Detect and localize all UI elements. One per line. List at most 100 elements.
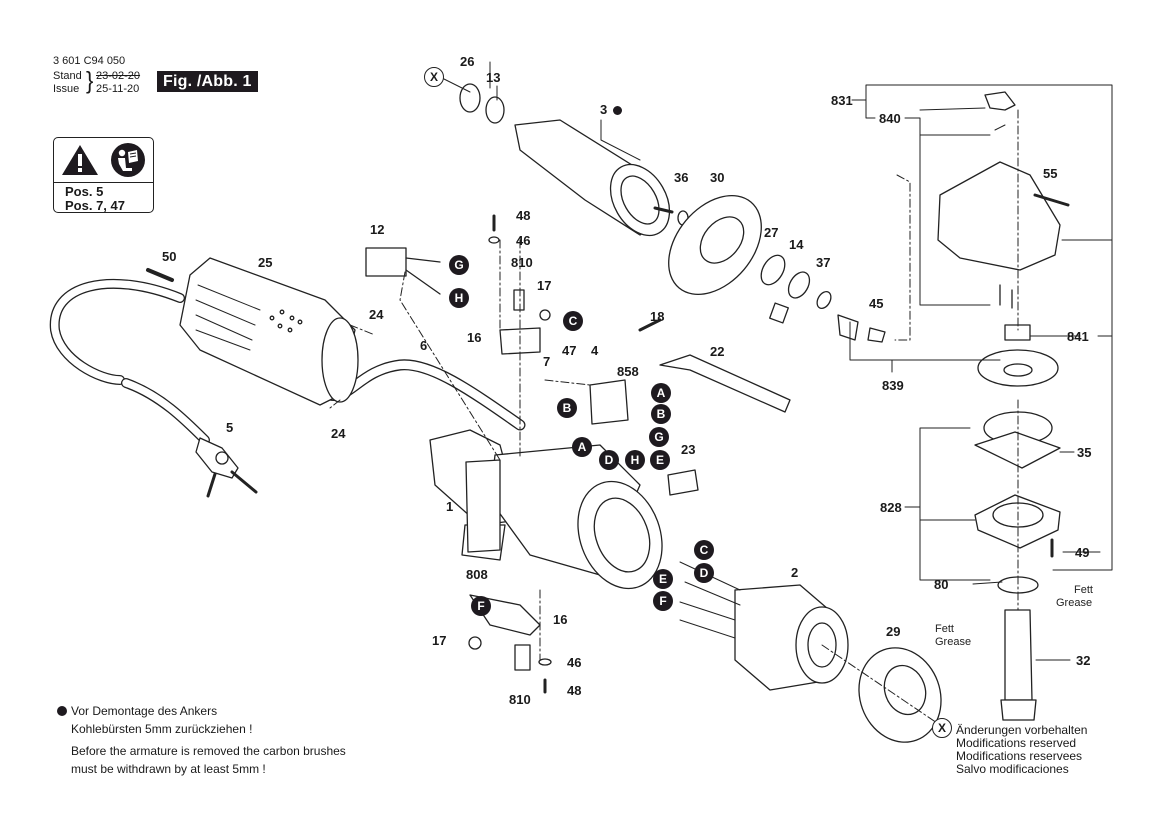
grease-text: Grease xyxy=(1056,597,1093,609)
note-de-line1: Vor Demontage des Ankers xyxy=(71,704,218,718)
part-label-4: 4 xyxy=(591,343,599,358)
air-guide-ring-part xyxy=(668,194,886,343)
part-label-46-bottom: 46 xyxy=(567,655,582,670)
part-label-858: 858 xyxy=(617,364,639,379)
part-label-48-bottom: 48 xyxy=(567,683,582,698)
warning-pos-line2: Pos. 7, 47 xyxy=(65,198,125,213)
part-label-30: 30 xyxy=(710,170,725,185)
part-label-839: 839 xyxy=(882,378,904,393)
issue-label: Issue xyxy=(53,83,80,95)
fan-baffle-part xyxy=(858,647,942,743)
connector-callout-e: E xyxy=(653,569,673,589)
part-label-37: 37 xyxy=(816,255,831,270)
part-label-26: 26 xyxy=(460,54,475,69)
part-label-841: 841 xyxy=(1067,329,1089,344)
part-label-24-bottom: 24 xyxy=(331,426,346,441)
part-label-7: 7 xyxy=(543,354,551,369)
part-label-35: 35 xyxy=(1077,445,1092,460)
gear-housing-part xyxy=(937,91,1070,387)
connector-callout-e: E xyxy=(650,450,670,470)
part-label-29: 29 xyxy=(886,624,901,639)
connector-callout-d: D xyxy=(694,563,714,583)
note-bullet-icon xyxy=(57,706,67,716)
part-label-1: 1 xyxy=(446,499,454,514)
fett-text: Fett xyxy=(935,623,954,635)
stand-issue-labels: Stand Issue xyxy=(53,70,82,96)
part-label-6: 6 xyxy=(420,338,428,353)
connector-callout-a: A xyxy=(651,383,671,403)
part-label-24-top: 24 xyxy=(369,307,384,322)
part-label-22: 22 xyxy=(710,344,725,359)
connector-callout-b: B xyxy=(557,398,577,418)
modifications-fr: Modifications reservees xyxy=(956,749,1083,763)
dash-dot-axis-lines xyxy=(329,109,1019,726)
part-label-16-top: 16 xyxy=(467,330,482,345)
grease-label-lower: Fett Grease xyxy=(935,623,971,649)
part-label-2: 2 xyxy=(791,565,799,580)
part-label-5: 5 xyxy=(226,420,234,435)
part-label-45: 45 xyxy=(869,296,884,311)
part-label-49: 49 xyxy=(1075,545,1090,560)
part-label-840: 840 xyxy=(879,111,901,126)
fett-text: Fett xyxy=(1074,584,1093,596)
part-label-50: 50 xyxy=(162,249,177,264)
connector-callout-g: G xyxy=(649,427,669,447)
modifications-notice: Änderungen vorbehalten Modifications res… xyxy=(956,724,1087,776)
part-label-18: 18 xyxy=(650,309,665,324)
cross-reference-marker: X xyxy=(932,718,952,738)
armature-part xyxy=(459,83,689,237)
cross-reference-marker: X xyxy=(424,67,444,87)
note-de-line2: Kohlebürsten 5mm zurückziehen ! xyxy=(71,722,253,736)
warning-triangle-icon xyxy=(62,145,98,175)
part-label-16-bottom: 16 xyxy=(553,612,568,627)
connector-callout-h: H xyxy=(625,450,645,470)
modifications-en: Modifications reserved xyxy=(956,736,1077,750)
grease-text: Grease xyxy=(935,636,972,648)
connector-callout-c: C xyxy=(694,540,714,560)
modifications-es: Salvo modificaciones xyxy=(956,762,1069,776)
part-label-13: 13 xyxy=(486,70,501,85)
part-label-27: 27 xyxy=(764,225,779,240)
part-label-12: 12 xyxy=(370,222,385,237)
read-manual-icon xyxy=(111,143,145,177)
rear-cover-part xyxy=(146,257,359,406)
figure-badge: Fig. /Abb. 1 xyxy=(157,71,258,92)
plug xyxy=(195,437,258,498)
note-en-line2: must be withdrawn by at least 5mm ! xyxy=(71,762,266,776)
safety-warning-box: Pos. 5 Pos. 7, 47 xyxy=(53,137,154,213)
part-label-55: 55 xyxy=(1043,166,1058,181)
part-label-810-bottom: 810 xyxy=(509,692,531,707)
document-number: 3 601 C94 050 xyxy=(53,55,126,67)
stand-label: Stand xyxy=(53,70,82,82)
connector-callout-d: D xyxy=(599,450,619,470)
warning-pos-line1: Pos. 5 xyxy=(65,184,104,199)
part-label-47: 47 xyxy=(562,343,577,358)
connector-callout-c: C xyxy=(563,311,583,331)
part-label-17-top: 17 xyxy=(537,278,552,293)
stand-issue-dates: 23-02-20 25-11-20 xyxy=(96,70,140,96)
grease-label-upper: Fett Grease xyxy=(1056,584,1093,610)
issue-date: 25-11-20 xyxy=(96,83,140,95)
armature-removal-note: Vor Demontage des Ankers Kohlebürsten 5m… xyxy=(57,702,346,778)
part-label-808: 808 xyxy=(466,567,488,582)
part-label-23: 23 xyxy=(681,442,696,457)
brace-glyph: } xyxy=(86,66,94,95)
note-marker-dot xyxy=(613,106,622,115)
stand-date-struck: 23-02-20 xyxy=(96,70,141,82)
leader-lines xyxy=(437,61,1113,661)
part-label-32: 32 xyxy=(1076,653,1091,668)
part-label-828: 828 xyxy=(880,500,902,515)
part-label-831: 831 xyxy=(831,93,853,108)
warning-icons-row xyxy=(54,138,153,183)
note-en-line1: Before the armature is removed the carbo… xyxy=(71,744,346,758)
connector-callout-h: H xyxy=(449,288,469,308)
part-label-46-top: 46 xyxy=(516,233,531,248)
connector-callout-f: F xyxy=(471,596,491,616)
connector-callout-f: F xyxy=(653,591,673,611)
part-label-48-top: 48 xyxy=(516,208,531,223)
part-label-25: 25 xyxy=(258,255,273,270)
connector-callout-a: A xyxy=(572,437,592,457)
part-label-17-bottom: 17 xyxy=(432,633,447,648)
connector-callout-g: G xyxy=(449,255,469,275)
part-label-80: 80 xyxy=(934,577,949,592)
